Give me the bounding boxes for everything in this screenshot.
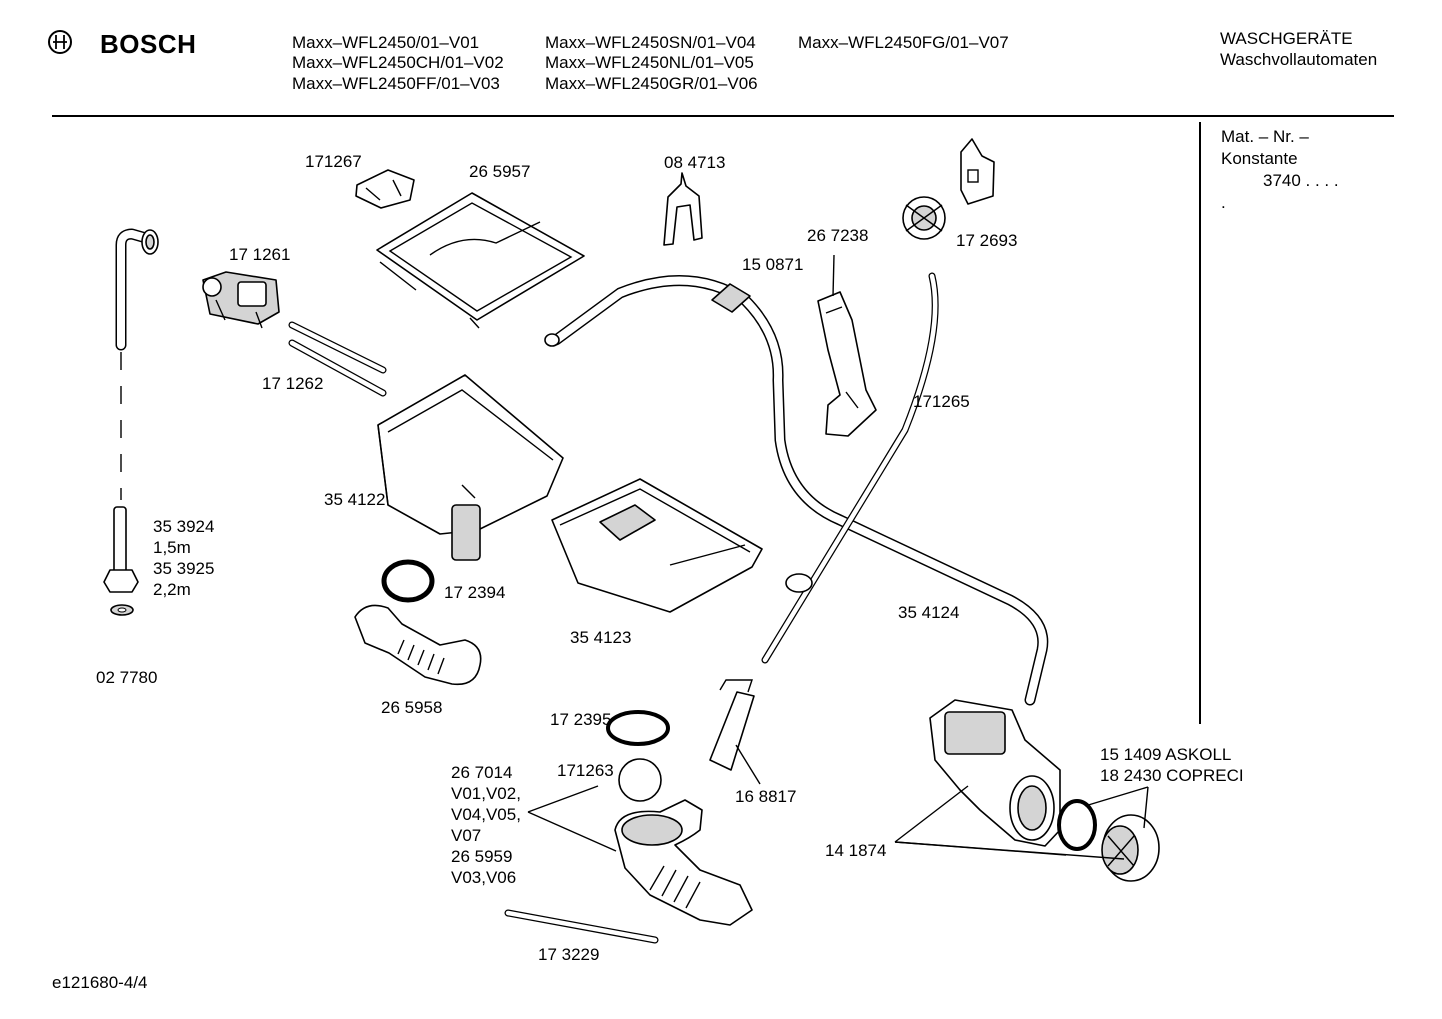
clip-part — [355, 169, 415, 209]
inlet-elbow-part — [115, 228, 159, 351]
detergent-drawer-part — [551, 478, 763, 613]
dispenser-lid-part — [376, 192, 585, 329]
sidebar-value: 3740 . . . . — [1263, 171, 1339, 190]
sidebar-dot: . — [1221, 193, 1226, 212]
drawing-id: e121680-4/4 — [52, 973, 148, 992]
part-label: 08 4713 — [664, 153, 726, 172]
part-label: 17 3229 — [538, 945, 600, 964]
plate-part — [960, 138, 995, 205]
drain-pump-part — [929, 699, 1061, 847]
model-name: Maxx–WFL2450/01–V01 — [292, 33, 480, 52]
part-label: 18 2430 COPRECI — [1100, 766, 1244, 785]
sump-part — [614, 799, 753, 926]
part-label: 17 2395 — [550, 710, 612, 729]
part-label: 1,5m — [153, 538, 191, 557]
model-name: Maxx–WFL2450NL/01–V05 — [545, 53, 754, 72]
part-label: 26 5958 — [381, 698, 443, 717]
part-label: 2,2m — [153, 580, 191, 599]
seal-part — [606, 710, 670, 746]
part-label: 35 4124 — [898, 603, 960, 622]
part-label: 15 0871 — [742, 255, 804, 274]
part-label: 16 8817 — [735, 787, 797, 806]
part-label: 26 5957 — [469, 162, 531, 181]
part-label: 17 2394 — [444, 583, 506, 602]
leader-lines — [527, 254, 1149, 860]
valve-part — [202, 271, 280, 329]
part-label: V07 — [451, 826, 482, 845]
part-label: 26 5959 — [451, 847, 513, 866]
brand-name: BOSCH — [100, 29, 197, 59]
part-label: 17 1262 — [262, 374, 324, 393]
bosch-logo-icon — [48, 30, 72, 54]
part-label: 35 4122 — [324, 490, 386, 509]
part-label: 171263 — [557, 761, 614, 780]
hook-part — [663, 172, 703, 246]
ball-part — [618, 758, 662, 802]
model-name: Maxx–WFL2450CH/01–V02 — [292, 53, 504, 72]
filter-part — [1101, 814, 1160, 882]
dispenser-housing-part — [377, 374, 564, 561]
part-label: 35 3925 — [153, 559, 215, 578]
small-tubes-part — [288, 321, 387, 397]
part-label: 17 2693 — [956, 231, 1018, 250]
part-label: 14 1874 — [825, 841, 887, 860]
small-hose-part — [504, 909, 659, 944]
part-label: 35 3924 — [153, 517, 215, 536]
part-label: 02 7780 — [96, 668, 158, 687]
model-name: Maxx–WFL2450GR/01–V06 — [545, 74, 758, 93]
part-label: 26 7238 — [807, 226, 869, 245]
part-label: V01,V02, — [451, 784, 521, 803]
part-label: 171265 — [913, 392, 970, 411]
part-label: 17 1261 — [229, 245, 291, 264]
part-label: 26 7014 — [451, 763, 513, 782]
hose-connector-part — [103, 506, 139, 616]
part-label: 171267 — [305, 152, 362, 171]
category-subtitle: Waschvollautomaten — [1220, 50, 1378, 69]
model-name: Maxx–WFL2450SN/01–V04 — [545, 33, 756, 52]
part-label: V03,V06 — [451, 868, 517, 887]
pressure-switch-part — [902, 196, 946, 240]
bracket-part — [817, 291, 877, 437]
sidebar-label: Mat. – Nr. – — [1221, 127, 1309, 146]
sidebar-label: Konstante — [1221, 149, 1298, 168]
drain-hose-part — [544, 275, 1049, 706]
model-name: Maxx–WFL2450FF/01–V03 — [292, 74, 500, 93]
thin-tube-part — [761, 272, 939, 664]
category-title: WASCHGERÄTE — [1220, 29, 1353, 48]
bellows-hose-part — [354, 604, 482, 686]
model-name: Maxx–WFL2450FG/01–V07 — [798, 33, 1009, 52]
seal-ring-part — [381, 559, 435, 603]
part-label: V04,V05, — [451, 805, 521, 824]
part-label: 15 1409 ASKOLL — [1100, 745, 1232, 764]
part-label: 35 4123 — [570, 628, 632, 647]
sensor-part — [709, 679, 755, 771]
pump-ring-part — [1057, 799, 1097, 851]
